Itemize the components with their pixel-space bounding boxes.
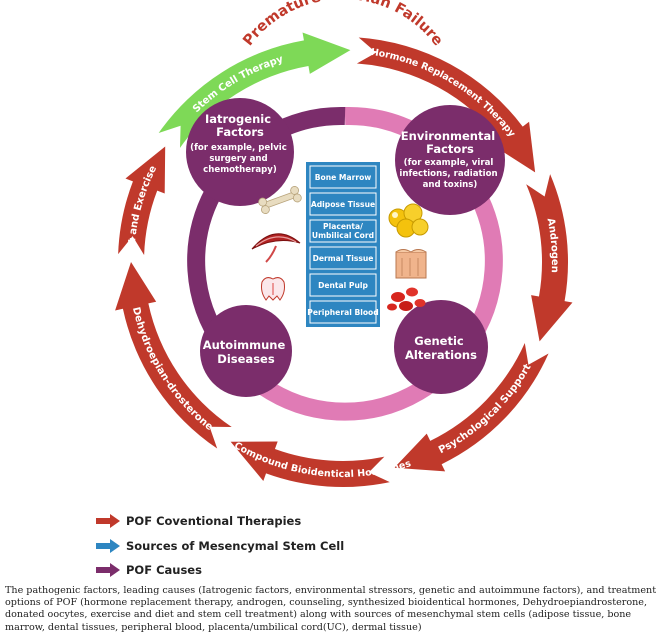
- bone-icon: [258, 186, 302, 214]
- blood-cells-icon: [387, 287, 426, 311]
- cause-autoimmune: Autoimmune Diseases: [200, 305, 292, 397]
- svg-text:Dental Pulp: Dental Pulp: [318, 281, 368, 290]
- red-arrow-icon: [96, 514, 120, 528]
- sources-panel: [306, 162, 380, 327]
- svg-text:Iatrogenic Factors: Iatrogenic Factors: [205, 112, 275, 139]
- compound-hormones-arrow: [230, 441, 390, 487]
- cause-environmental: Environmental Factors (for example, vira…: [395, 105, 505, 215]
- diagram-title: Premature Ovarian Failure: [240, 0, 445, 49]
- skin-tissue-icon: [395, 249, 427, 279]
- legend-therapies-label: POF Coventional Therapies: [126, 514, 302, 528]
- source-placenta-umbilical-cord: Placenta/Umbilical Cord: [309, 219, 377, 243]
- legend-sources-label: Sources of Mesencymal Stem Cell: [126, 539, 345, 553]
- psych-support-arrow: [394, 342, 549, 472]
- svg-text:Bone Marrow: Bone Marrow: [315, 173, 372, 182]
- legend-causes-label: POF Causes: [126, 563, 202, 577]
- legend-sources: Sources of Mesencymal Stem Cell: [96, 539, 344, 553]
- source-bone-marrow: Bone Marrow: [309, 165, 377, 189]
- source-adipose-tissue: Adipose Tissue: [309, 192, 377, 216]
- purple-arrow-icon: [96, 563, 120, 577]
- svg-text:Adipose Tissue: Adipose Tissue: [311, 200, 375, 209]
- androgen-arrow: [526, 174, 573, 342]
- blue-arrow-icon: [96, 539, 120, 553]
- source-dental-pulp: Dental Pulp: [309, 273, 377, 297]
- svg-text:Dermal Tissue: Dermal Tissue: [313, 254, 374, 263]
- source-dermal-tissue: Dermal Tissue: [309, 246, 377, 270]
- legend-therapies: POF Coventional Therapies: [96, 514, 301, 528]
- svg-text:Environmental Factors: Environmental Factors: [401, 129, 499, 156]
- figure-caption: The pathogenic factors, leading causes (…: [5, 585, 657, 633]
- cause-iatrogenic: Iatrogenic Factors (for example, pelvic …: [186, 98, 294, 206]
- svg-text:(for example, viral infe: (for example, viral infections, radiatio…: [399, 158, 500, 190]
- hrt-arrow: [356, 37, 536, 173]
- placenta-icon: [251, 233, 301, 263]
- svg-text:Genetic Alterations: Genetic Alterations: [405, 334, 477, 362]
- cause-genetic: Genetic Alterations: [394, 300, 488, 394]
- legend-causes: POF Causes: [96, 563, 202, 577]
- diet-exercise-arrow: [118, 146, 166, 256]
- dhea-arrow: [115, 262, 232, 449]
- svg-text:(for example, pelvic sur: (for example, pelvic surgery and chemoth…: [190, 143, 290, 175]
- svg-text:Placenta/Umbilical Cord: Placenta/Umbilical Cord: [312, 222, 374, 240]
- adipose-cells-icon: [388, 203, 429, 238]
- svg-text:Autoimmune Diseases: Autoimmune Diseases: [203, 338, 290, 366]
- source-peripheral-blood: Peripheral Blood: [307, 300, 379, 324]
- svg-text:Peripheral Blood: Peripheral Blood: [307, 308, 378, 317]
- therapy-arrow-ring: [115, 32, 573, 487]
- tooth-icon: [261, 277, 285, 301]
- stem-cell-therapy-arrow: [158, 32, 351, 148]
